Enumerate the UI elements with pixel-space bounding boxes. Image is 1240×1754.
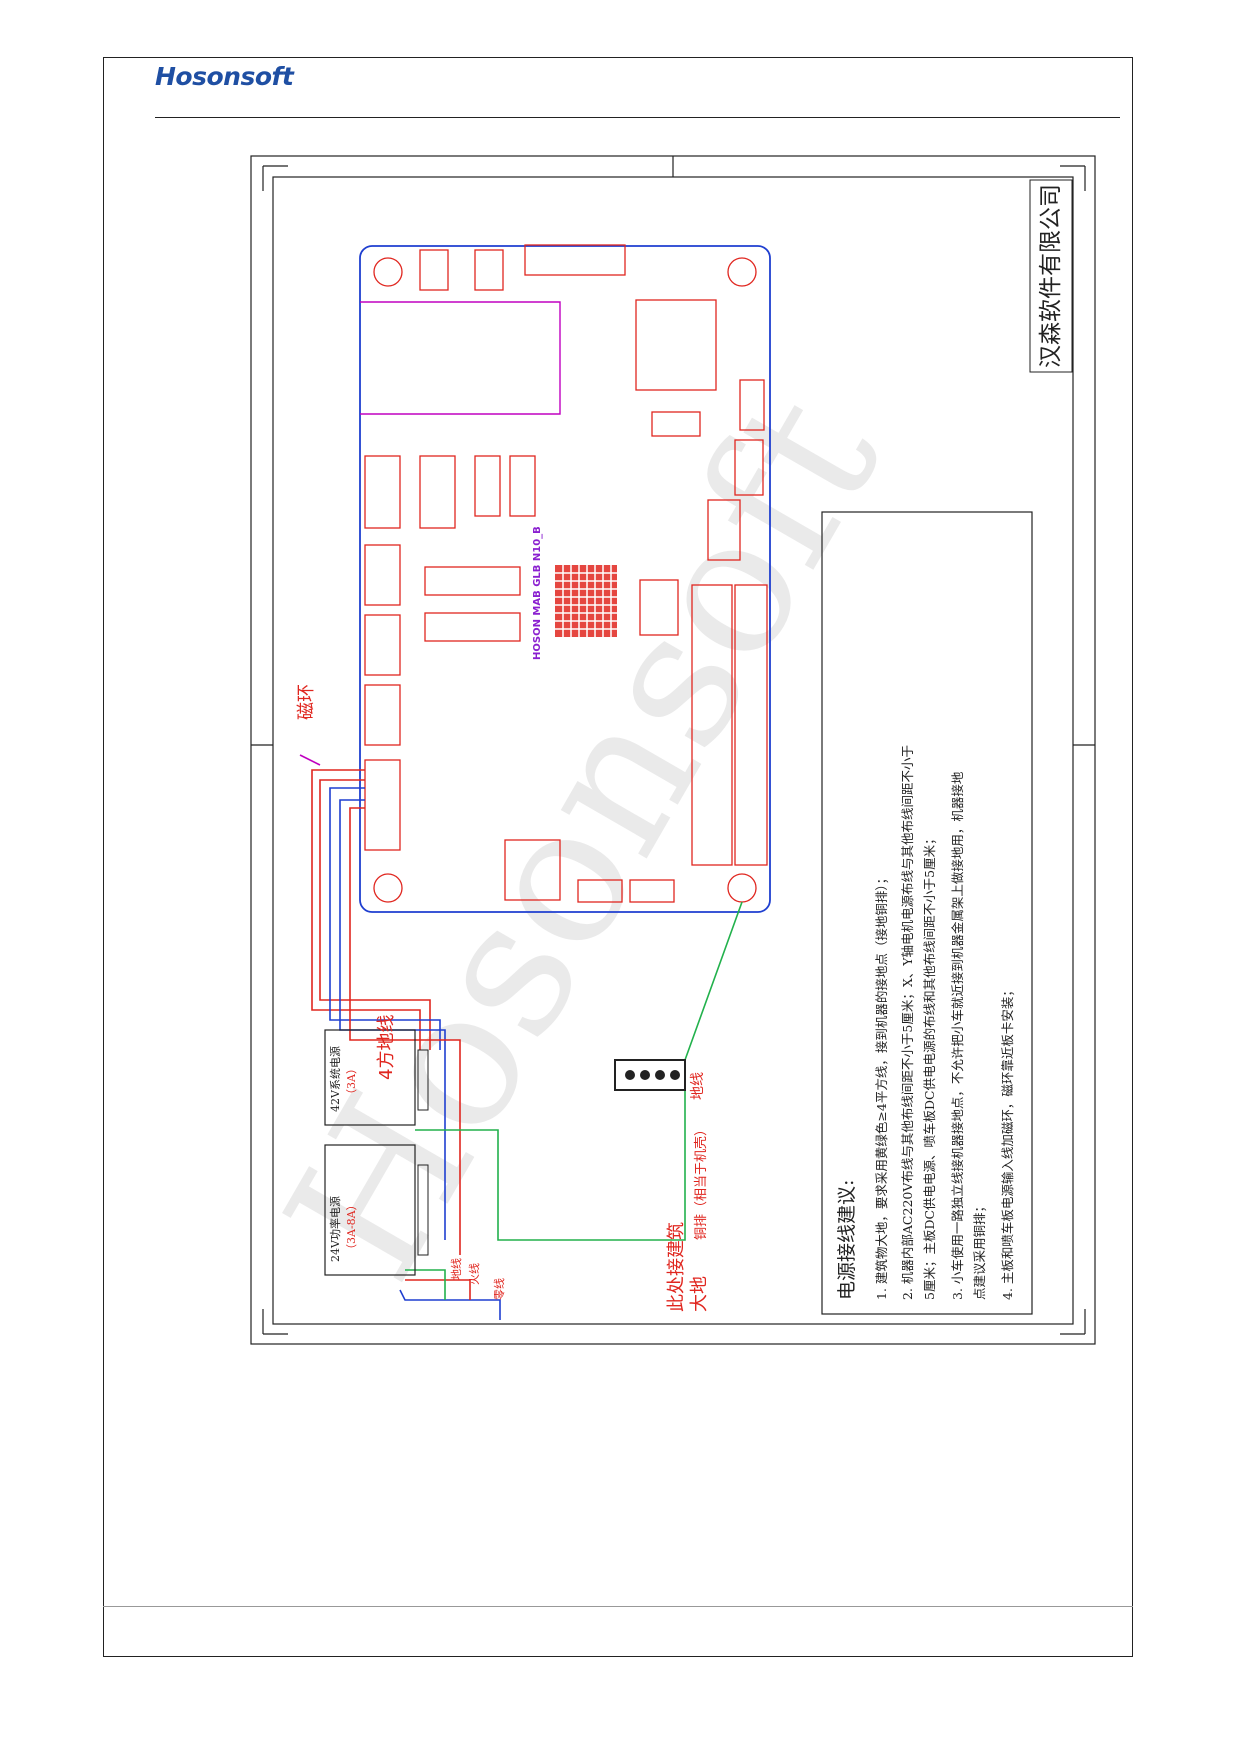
- wire-red-psu: [405, 1279, 471, 1300]
- conn-right-1: [739, 379, 765, 431]
- board-label: HOSON MAB GLB N10_B: [532, 526, 543, 660]
- conn-motor-3: [364, 684, 401, 746]
- notes-item-6: 4. 主板和喷车板电源输入线加磁环，磁环靠近板卡安装；: [1000, 984, 1015, 1300]
- conn-left-2: [419, 455, 456, 529]
- magnetic-ring-label: 磁环: [296, 684, 317, 720]
- conn-left-4: [509, 455, 536, 517]
- conn-bottom-2: [577, 879, 623, 903]
- watermark: Hosonsoft: [244, 361, 922, 1314]
- psu-24v: 24V功率电源 （3A-8A）: [324, 1144, 429, 1276]
- psu-42v: 42V系统电源 （3A）: [324, 1029, 429, 1126]
- psu-42v-amp: （3A）: [345, 1063, 358, 1100]
- mount-hole-top-left: [373, 257, 403, 287]
- fpga-chip: [555, 565, 617, 637]
- conn-left-1: [364, 455, 401, 529]
- mains-earth-label: 地线: [449, 1258, 463, 1280]
- wire-magenta: [299, 754, 321, 766]
- psu-24v-amp: （3A-8A）: [345, 1199, 358, 1255]
- wire-green-psu: [405, 1269, 446, 1300]
- four-sq-ground-label: 4方地线: [376, 1015, 397, 1080]
- conn-top-3: [524, 244, 626, 276]
- notes-item-2: 2. 机器内部AC220V布线与其他布线间距不小于5厘米；X、Y轴电机电源布线与…: [900, 745, 915, 1300]
- conn-top-1: [419, 249, 449, 291]
- small-ic-1: [707, 499, 741, 561]
- mains-neutral-label: 零线: [492, 1278, 506, 1300]
- title-block: 汉森软件有限公司: [1029, 179, 1073, 373]
- notes-item-3: 5厘米；主板DC供电电源、喷车板DC供电电源的布线和其他布线间距不小于5厘米；: [922, 832, 937, 1300]
- psu-24v-name: 24V功率电源: [328, 1196, 342, 1262]
- wire-green-ground: [415, 901, 743, 1241]
- ribbon-1: [424, 566, 521, 596]
- mains-live-label: 火线: [467, 1263, 481, 1285]
- hosonsoft-logo: Hosonsoft: [155, 62, 294, 91]
- wires: [299, 754, 743, 1320]
- wire-blue-psu: [399, 1289, 501, 1320]
- sheet-border: [250, 155, 1096, 1345]
- notes-item-5: 点建议采用铜排；: [972, 1200, 987, 1300]
- conn-right-2: [734, 439, 764, 496]
- ic-right: [639, 579, 679, 636]
- conn-power-in: [364, 759, 401, 851]
- serial-port: [635, 299, 717, 391]
- ribbon-2: [424, 612, 521, 642]
- notes-item-1: 1. 建筑物大地，要求采用黄绿色≥4平方线，接到机器的接地点（接地铜排）；: [874, 872, 889, 1300]
- footer-rule: [103, 1606, 1133, 1607]
- psu-42v-name: 42V系统电源: [328, 1046, 342, 1112]
- ground-wire-label: 地线: [690, 1072, 706, 1100]
- building-ground-label-2: 大地: [689, 1276, 710, 1312]
- mount-hole-top-right: [727, 257, 757, 287]
- conn-motor-1: [364, 544, 401, 606]
- copper-bar-label: 铜排（相当于机壳）: [694, 1123, 709, 1240]
- mount-hole-bottom-left: [373, 873, 403, 903]
- wire-red-3: [349, 807, 461, 1255]
- company-name: 汉森软件有限公司: [1038, 184, 1064, 368]
- conn-bottom-3: [629, 879, 675, 903]
- building-ground-label-1: 此处接建筑: [666, 1222, 687, 1312]
- notes-item-4: 3. 小车使用一路独立线接机器接地点，不允许把小车就近接到机器金属架上做接地用，…: [950, 771, 965, 1300]
- driver-column-b: [734, 584, 768, 866]
- wire-red-2: [319, 779, 431, 1050]
- conn-bottom-1: [504, 839, 561, 901]
- board-components: [364, 244, 768, 903]
- mount-hole-bottom-right: [727, 873, 757, 903]
- conn-left-3: [474, 455, 501, 517]
- main-board: HOSON MAB GLB N10_B: [359, 245, 771, 913]
- wire-red-1: [311, 769, 421, 1050]
- page-frame: [103, 57, 1133, 1657]
- conn-small: [651, 411, 701, 437]
- driver-column-a: [691, 584, 733, 866]
- conn-top-2: [474, 249, 504, 291]
- conn-motor-2: [364, 614, 401, 676]
- header-rule: [155, 117, 1120, 118]
- notes-title: 电源接线建议:: [836, 1180, 858, 1300]
- notes-box: 电源接线建议: 1. 建筑物大地，要求采用黄绿色≥4平方线，接到机器的接地点（接…: [821, 511, 1033, 1315]
- copper-bus-bar: [614, 1059, 686, 1091]
